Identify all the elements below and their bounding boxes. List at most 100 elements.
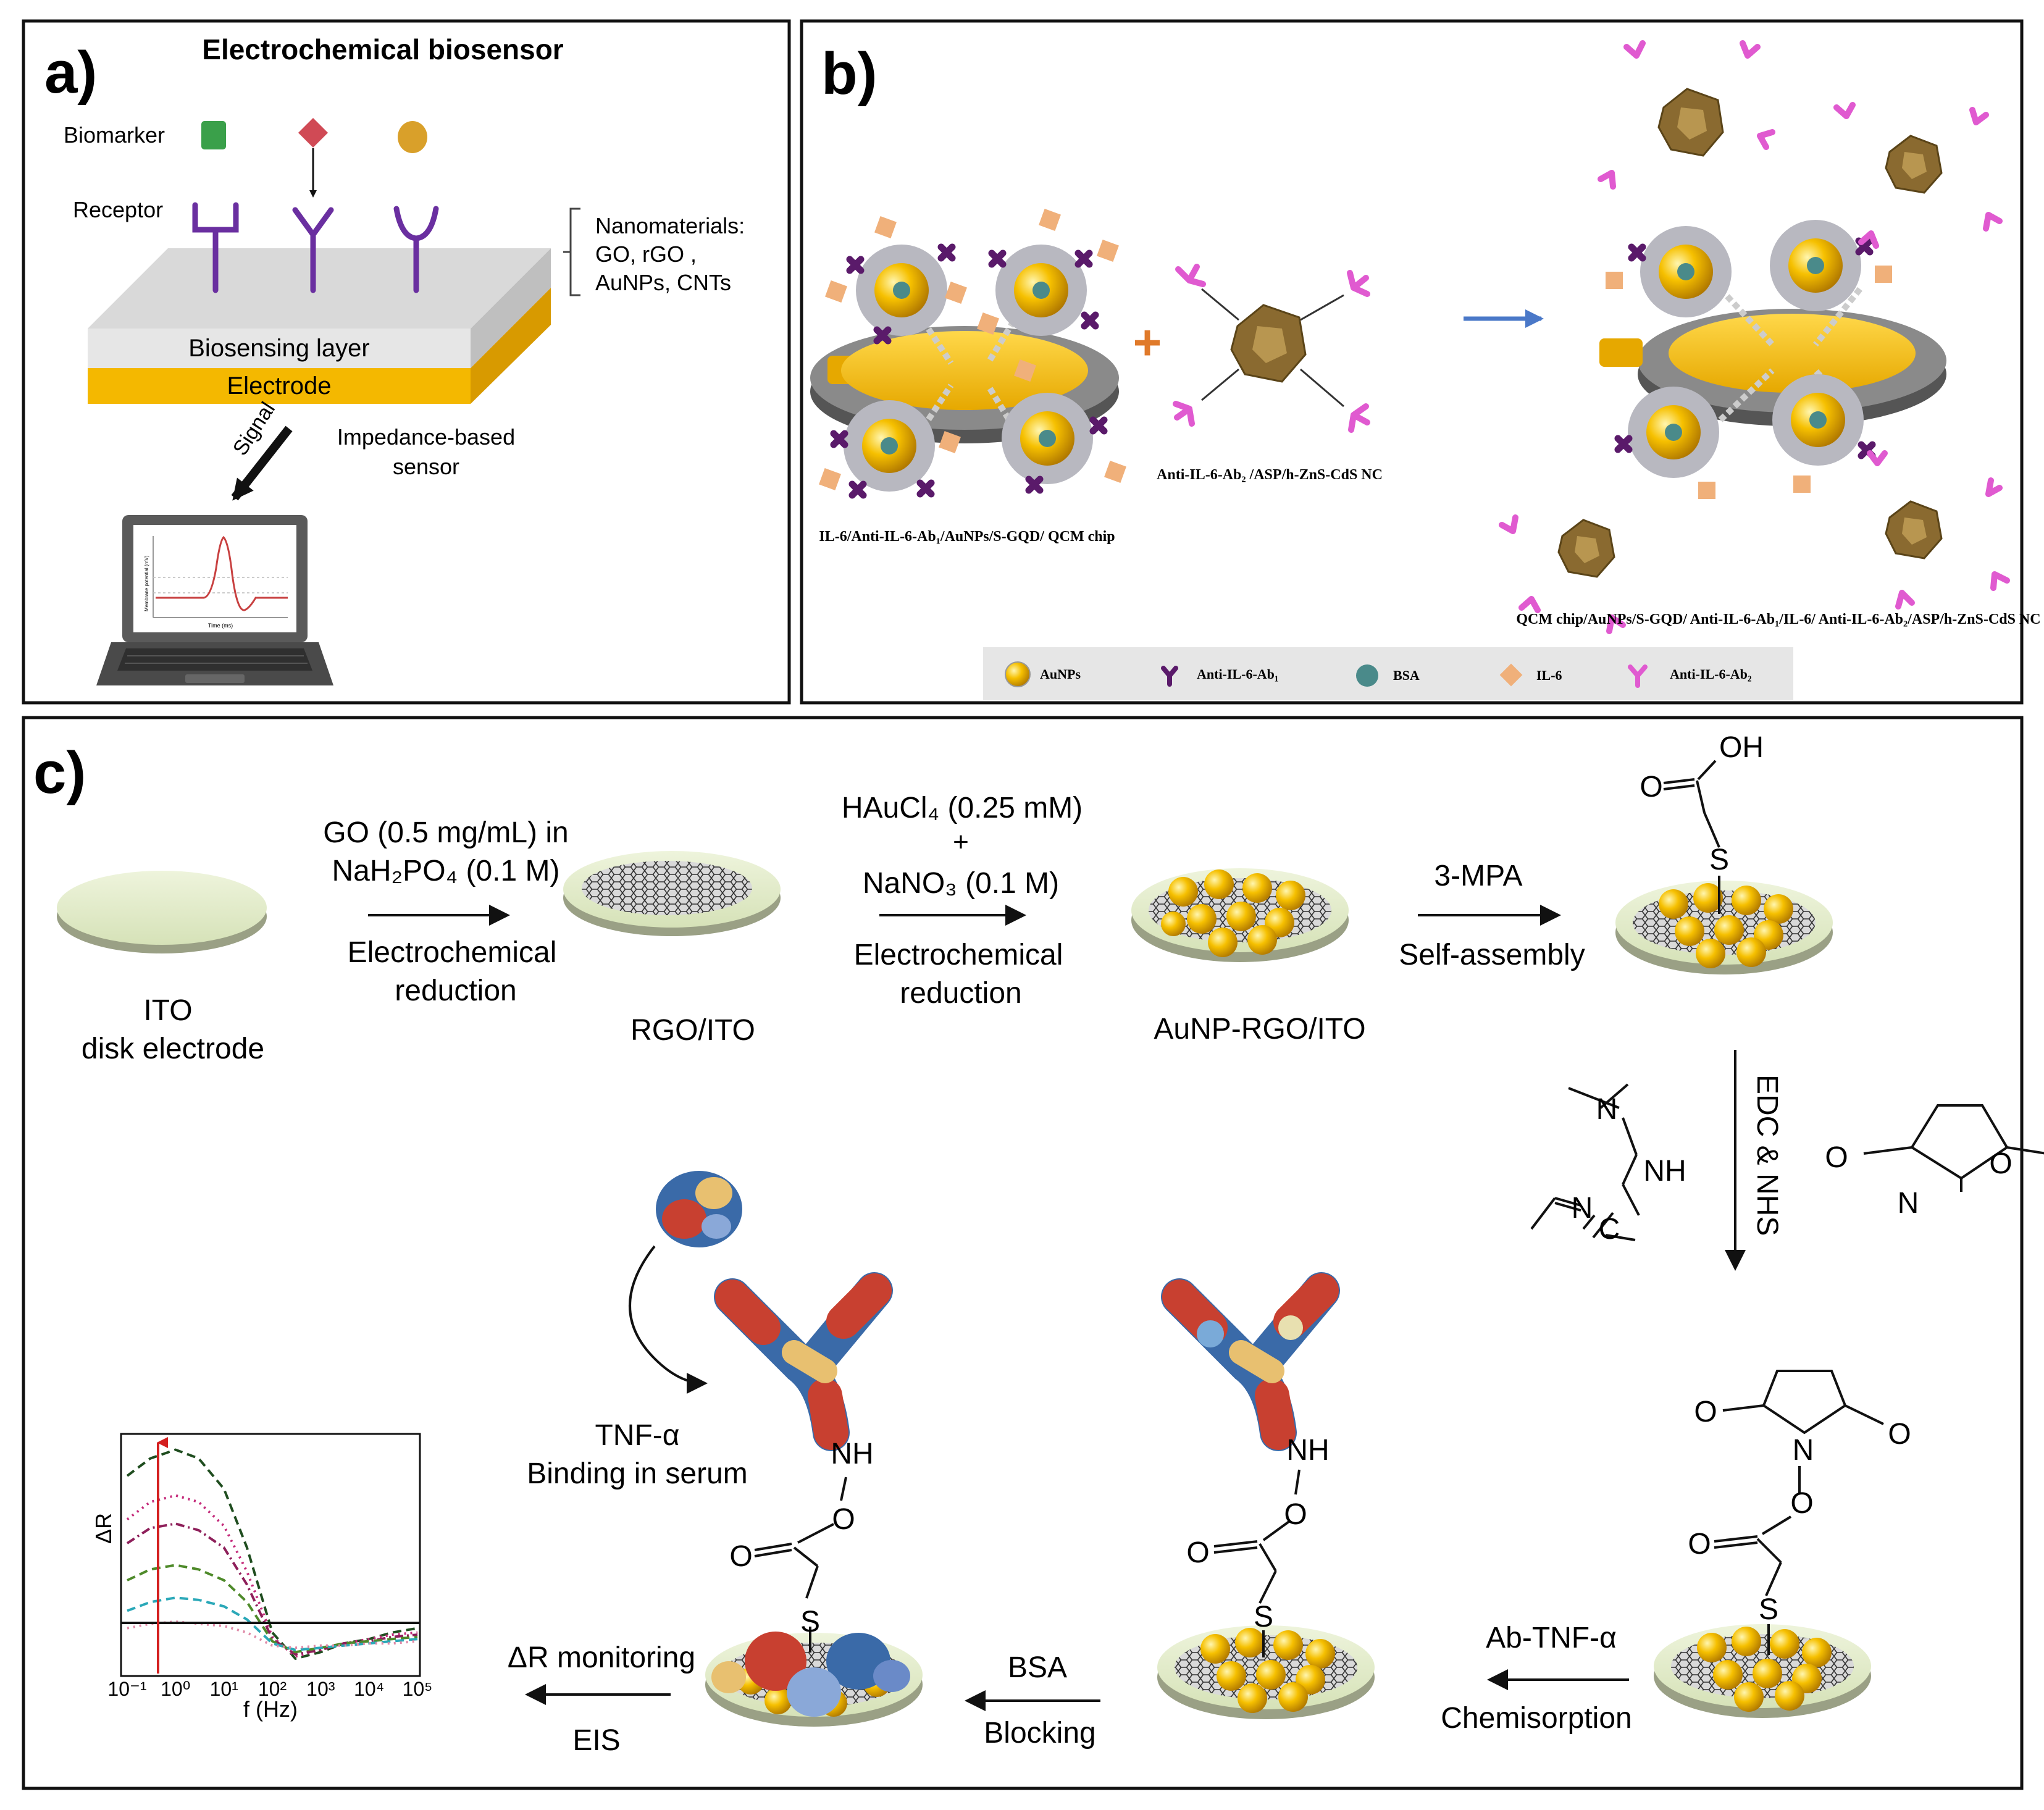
step4-top: Ab-TNF-α [1486, 1622, 1617, 1654]
tnf-binding-arrow [629, 1245, 708, 1394]
rgo-ito-label: RGO/ITO [630, 1014, 755, 1047]
step6-bottom: EIS [572, 1724, 620, 1757]
nanoparticle-group-left [819, 209, 1126, 499]
step2-top-2: + [953, 827, 969, 857]
tnf-atom-o1: O [832, 1503, 855, 1536]
receptor-2 [292, 207, 334, 293]
biomarker-orange-oval [398, 121, 427, 153]
ito-disk [57, 871, 267, 953]
mpa-atom-o: O [1640, 771, 1662, 803]
result-caption: QCM chip/AuNPs/S-GQD/ Anti-IL-6-Ab₁/IL-6… [1516, 611, 2040, 627]
sensor-label-line-1: Impedance-based [337, 424, 515, 450]
legend-b: AuNPs Anti-IL-6-Ab₁ BSA IL-6 Anti-IL-6-A… [983, 647, 1793, 700]
receptor-1 [192, 202, 239, 293]
nanocrystals-right [1499, 40, 2010, 634]
plot-series-6 [127, 1620, 418, 1649]
electrode-side [471, 288, 551, 404]
step1-bottom-1: Electrochemical [348, 936, 557, 969]
step3-bottom: Self-assembly [1399, 939, 1585, 971]
plot-tick-label: 10⁻¹ [107, 1678, 146, 1700]
step2-bottom-2: reduction [900, 977, 1021, 1010]
mpa-atom-s: S [1709, 844, 1729, 876]
edc-nhs-label: EDC & NHS [1751, 1075, 1783, 1236]
nanomaterials-line-1: Nanomaterials: [595, 213, 745, 238]
edc-atom-n2: N [1572, 1192, 1593, 1225]
tnf-atom-o2: O [729, 1540, 752, 1573]
ester-atom-o4: O [1688, 1528, 1711, 1561]
step4-bottom: Chemisorption [1441, 1702, 1631, 1735]
tnf-protein [656, 1171, 742, 1247]
bsa-blocking [711, 1632, 910, 1717]
step2-top-3: NaNO₃ (0.1 M) [863, 867, 1059, 900]
ab-atom-s: S [1254, 1601, 1273, 1633]
ester-atom-o2: O [1888, 1418, 1911, 1451]
sensor-label-line-2: sensor [393, 454, 459, 479]
nanocrystal-middle [1173, 264, 1370, 433]
plot-ylabel: ΔR [91, 1513, 116, 1544]
antibody-structure [1161, 1272, 1340, 1451]
edc-atom-n1: N [1596, 1093, 1618, 1126]
ester-atom-o1: O [1694, 1396, 1717, 1428]
rgo-ito-disk [563, 851, 781, 936]
step2-bottom-1: Electrochemical [854, 939, 1063, 971]
step1-top-2: NaH₂PO₄ (0.1 M) [332, 855, 560, 887]
ester-atom-n: N [1793, 1434, 1814, 1467]
legend-il6: IL-6 [1536, 668, 1562, 683]
legend-ab1: Anti-IL-6-Ab₁ [1197, 666, 1279, 682]
electrode-layer [88, 368, 471, 404]
ester-atom-s: S [1759, 1593, 1778, 1626]
panel-b: b) [800, 19, 2041, 705]
tnf-label-1: TNF-α [595, 1419, 679, 1452]
qcm-chip-right [1599, 220, 1946, 499]
panel-a-letter: a) [44, 40, 97, 106]
nhs-atom-o1: O [1825, 1141, 1848, 1174]
step5-bottom: Blocking [984, 1717, 1095, 1749]
step3-top: 3-MPA [1434, 860, 1522, 892]
layer-top [88, 248, 551, 329]
electrode-label: Electrode [227, 372, 332, 400]
nanocrystal-caption: Anti-IL-6-Ab₂ /ASP/h-ZnS-CdS NC [1157, 467, 1383, 483]
nanomaterials-brace [563, 207, 580, 296]
receptor-label: Receptor [73, 197, 163, 222]
aunp-rgo-ito-disk [1131, 868, 1349, 962]
laptop-screen-x-label: Time (ms) [208, 622, 233, 629]
tnf-atom-s: S [800, 1606, 820, 1638]
biosensing-layer [88, 329, 471, 368]
nhs-atom-n: N [1898, 1187, 1919, 1220]
laptop-screen-y-label: Membrane potential (mV) [144, 555, 149, 611]
step1-top-1: GO (0.5 mg/mL) in [323, 816, 568, 849]
biosensing-layer-label: Biosensing layer [188, 335, 370, 362]
biomarker-label: Biomarker [64, 122, 165, 148]
panel-a: a) Electrochemical biosensor Biomarker R… [22, 19, 791, 705]
legend-aunps: AuNPs [1040, 666, 1081, 682]
plot-tick-label: 10³ [306, 1678, 335, 1700]
ito-label-2: disk electrode [82, 1033, 264, 1065]
panel-c-letter: c) [33, 740, 86, 806]
ab-atom-o1: O [1284, 1498, 1307, 1531]
plot-tick-label: 10¹ [210, 1678, 238, 1700]
signal-arrow [231, 425, 293, 501]
nhs-ester-disk [1654, 1370, 1884, 1718]
antibody-disk [1157, 1272, 1375, 1719]
biomarker-green-square [201, 121, 226, 149]
nhs-atom-o2: O [1989, 1147, 2012, 1180]
tnf-disk [629, 1171, 923, 1727]
step5-top: BSA [1008, 1651, 1067, 1684]
plot-series-4 [127, 1564, 418, 1654]
ester-atom-o3: O [1790, 1487, 1813, 1520]
plot-tick-label: 10⁵ [403, 1678, 433, 1700]
step2-top-1: HAuCl₄ (0.25 mM) [842, 792, 1083, 824]
mpa-disk [1615, 760, 1833, 974]
chip-caption: IL-6/Anti-IL-6-Ab₁/AuNPs/S-GQD/ QCM chip [819, 529, 1115, 545]
step1-bottom-2: reduction [395, 974, 516, 1007]
plot-xlabel: f (Hz) [243, 1696, 298, 1722]
mpa-atom-oh: OH [1719, 731, 1764, 764]
tnf-atom-nh: NH [831, 1438, 873, 1470]
legend-bsa: BSA [1393, 668, 1420, 683]
plot-series-5 [127, 1596, 418, 1651]
laptop: Time (ms) Membrane potential (mV) [96, 515, 333, 685]
aunp-rgo-ito-label: AuNP-RGO/ITO [1154, 1013, 1365, 1045]
